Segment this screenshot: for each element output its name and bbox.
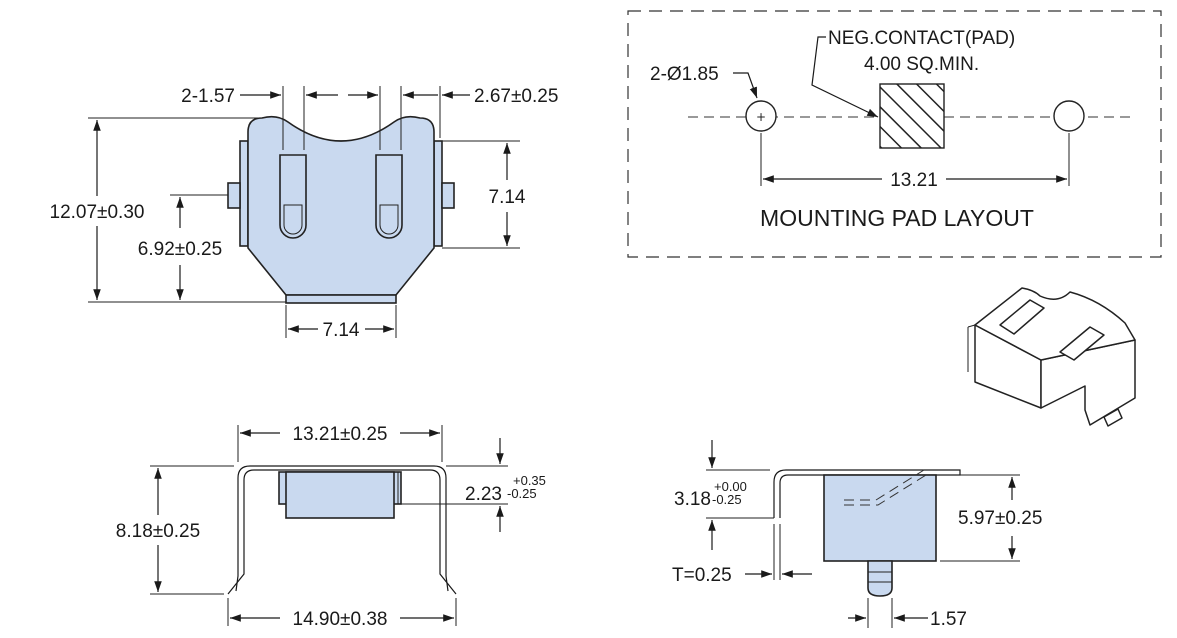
pad-height-tol-plus: +0.35 — [513, 473, 546, 488]
side-pin — [867, 560, 893, 597]
bottom-width-label: 7.14 — [323, 320, 360, 341]
side-body — [823, 474, 937, 562]
isometric-view — [967, 287, 1136, 427]
top-view: 2-1.57 2.67±0.25 12.07±0.30 6.92±0.25 7.… — [50, 86, 558, 341]
right-slot-inner — [379, 204, 399, 235]
body-height-label: 5.97±0.25 — [958, 508, 1042, 529]
left-slot-inner — [283, 204, 303, 235]
left-side-tab — [239, 140, 249, 247]
hole-dim-label: 2-Ø1.85 — [650, 64, 719, 85]
holder-body — [247, 115, 435, 296]
front-height-label: 8.18±0.25 — [116, 521, 200, 542]
side-view: 3.18 +0.00 -0.25 T=0.25 5.97±0.25 1.57 — [672, 440, 1042, 630]
thickness-label: T=0.25 — [672, 565, 732, 586]
side-top-plate — [773, 469, 961, 518]
layout-border — [627, 10, 1162, 258]
mounting-pad-layout: + 2-Ø1.85 NEG.CONTACT(PAD) 4.00 SQ.MIN. … — [627, 10, 1162, 258]
side-height-tol-plus: +0.00 — [714, 479, 747, 494]
left-mounting-hole — [745, 100, 777, 132]
right-pin — [441, 182, 455, 209]
side-height-tol-minus: -0.25 — [712, 492, 742, 507]
right-side-tab — [433, 140, 443, 247]
right-mounting-hole — [1053, 100, 1085, 132]
left-pin — [227, 182, 241, 209]
slot-width-label: 2-1.57 — [181, 86, 235, 107]
tab-width-label: 2.67±0.25 — [474, 86, 558, 107]
left-slot — [279, 154, 307, 239]
front-top-width-label: 13.21±0.25 — [293, 424, 388, 445]
hole-center-mark: + — [756, 110, 766, 124]
pad-height-label: 2.23 — [465, 484, 502, 505]
bottom-contact-pad — [285, 294, 397, 304]
side-height-label: 3.18 — [674, 489, 711, 510]
pad-height-tol-minus: -0.25 — [507, 486, 537, 501]
right-slot — [375, 154, 403, 239]
contact-label-line1: NEG.CONTACT(PAD) — [828, 28, 1015, 49]
front-bottom-width-label: 14.90±0.38 — [293, 609, 388, 630]
pin-width-label: 1.57 — [930, 609, 967, 630]
hole-spacing-label: 13.21 — [890, 170, 938, 191]
front-contact-pad — [285, 471, 395, 519]
side-contact-dashed — [844, 469, 925, 501]
contact-label-line2: 4.00 SQ.MIN. — [864, 54, 979, 75]
negative-contact-pad — [879, 83, 945, 149]
side-height-label: 7.14 — [489, 187, 526, 208]
layout-title: MOUNTING PAD LAYOUT — [760, 205, 1034, 231]
front-view: 13.21±0.25 8.18±0.25 2.23 +0.35 -0.25 14… — [116, 424, 546, 630]
overall-height-label: 12.07±0.30 — [50, 202, 145, 223]
pin-height-label: 6.92±0.25 — [138, 239, 222, 260]
front-frame — [227, 469, 457, 595]
